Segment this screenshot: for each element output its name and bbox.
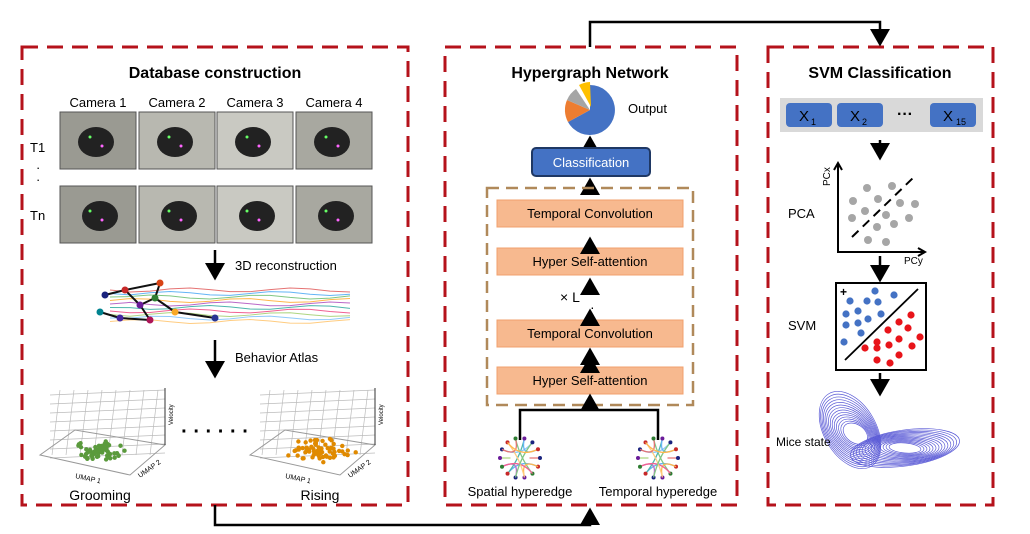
top-connector [590, 22, 880, 47]
mouse-frame-image [60, 112, 136, 169]
feature-subscript: 1 [811, 117, 816, 127]
mice-state-label: Mice state [776, 435, 831, 449]
pca-points [848, 182, 919, 246]
output-label: Output [628, 101, 667, 116]
spatial-hyperedge-label: Spatial hyperedge [468, 484, 573, 499]
classification-label: Classification [553, 155, 630, 170]
axis-label: UMAP 1 [75, 473, 102, 485]
behavior-3d-plot: UMAP 1 UMAP 2 Velocity [250, 388, 385, 485]
spatial-hyperedge-icon [498, 436, 542, 479]
row-label-t1: T1 [30, 140, 45, 155]
bottom-connector [215, 505, 590, 525]
feature-ellipsis: ··· [897, 106, 913, 123]
axis-label: UMAP 2 [137, 459, 162, 480]
svg-text:·: · [590, 299, 595, 315]
feature-subscript: 2 [862, 117, 867, 127]
pca-separator [852, 177, 914, 237]
temporal-hyperedge-icon [636, 436, 680, 479]
svg-text:·: · [590, 277, 595, 293]
pca-axes [838, 165, 924, 252]
feature-label: X [850, 108, 860, 125]
axis-label: Velocity [169, 404, 175, 425]
layer-label: Hyper Self-attention [533, 254, 648, 269]
camera-label: Camera 1 [69, 95, 126, 110]
layer-label: Temporal Convolution [527, 326, 653, 341]
row-label-tn: Tn [30, 208, 45, 223]
mouse-frame-image [60, 186, 136, 243]
svm-label: SVM [788, 318, 816, 333]
plus-icon: + [840, 285, 847, 299]
camera-label: Camera 4 [305, 95, 362, 110]
skeleton-trajectories [97, 280, 351, 324]
layer-label: Hyper Self-attention [533, 373, 648, 388]
pcy-label: PCy [904, 256, 923, 267]
feature-subscript: 15 [956, 117, 966, 127]
plot-label-grooming: Grooming [69, 487, 130, 503]
mouse-frame-image [217, 112, 293, 169]
output-pie-icon [565, 82, 615, 135]
step-3d-reconstruction: 3D reconstruction [235, 258, 337, 273]
svm-title: SVM Classification [808, 65, 951, 82]
mouse-frame-image [139, 186, 215, 243]
pcx-label: PCx [822, 167, 833, 186]
camera-label: Camera 3 [226, 95, 283, 110]
feature-label: X [799, 108, 809, 125]
mouse-frame-image [296, 112, 372, 169]
mouse-frame-image [217, 186, 293, 243]
step-behavior-atlas: Behavior Atlas [235, 350, 319, 365]
mouse-frame-image [296, 186, 372, 243]
temporal-hyperedge-label: Temporal hyperedge [599, 484, 718, 499]
mouse-frame-image [139, 112, 215, 169]
axis-label: Velocity [379, 404, 385, 425]
database-title: Database construction [129, 65, 301, 82]
svg-text:·: · [36, 172, 40, 187]
layer-label: Temporal Convolution [527, 206, 653, 221]
pca-label: PCA [788, 206, 815, 221]
mice-state-attractor [806, 381, 961, 480]
behavior-3d-plot: UMAP 1 UMAP 2 Velocity [40, 388, 175, 485]
hypergraph-title: Hypergraph Network [511, 65, 668, 82]
plot-label-rising: Rising [301, 487, 340, 503]
svm-plot [836, 283, 926, 370]
axis-label: UMAP 2 [347, 459, 372, 480]
repeat-label: × L [560, 289, 580, 305]
axis-label: UMAP 1 [285, 473, 312, 485]
camera-label: Camera 2 [148, 95, 205, 110]
feature-label: X [943, 108, 953, 125]
plot-ellipsis: · · · · · · [181, 421, 249, 443]
merge-connector [520, 402, 658, 440]
